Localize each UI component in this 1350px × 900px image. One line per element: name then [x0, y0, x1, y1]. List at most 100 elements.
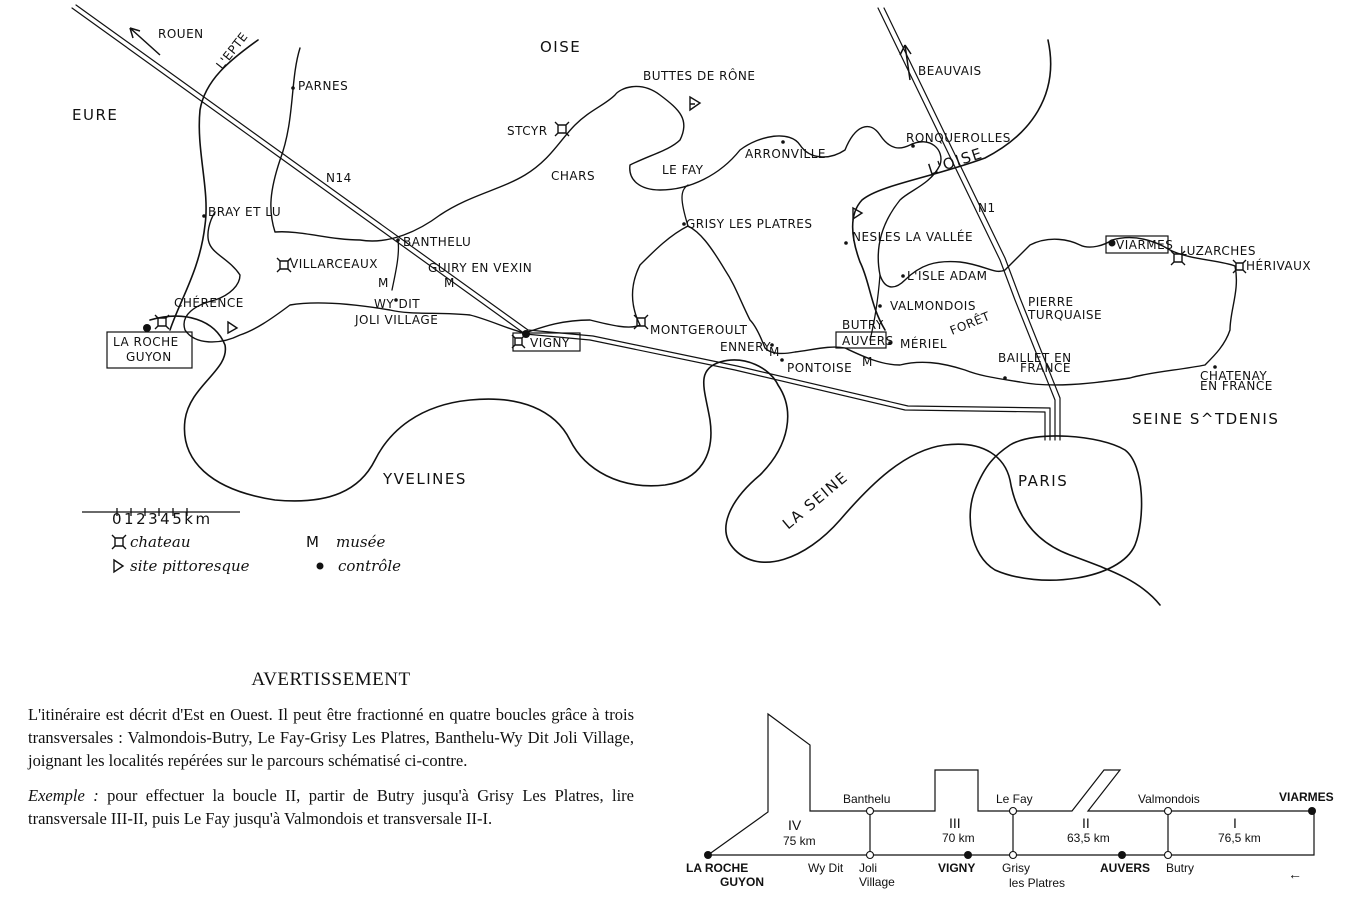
label-wy-dit: Wy Dit: [808, 861, 844, 875]
place-baillet-2: FRANCE: [1020, 361, 1071, 375]
region-yvelines: YVELINES: [382, 470, 467, 488]
dot-ronquerolles: [911, 144, 915, 148]
chateau-icon: [511, 334, 526, 349]
place-baillet-1: BAILLET EN: [998, 351, 1072, 365]
notice-paragraph-1: L'itinéraire est décrit d'Est en Ouest. …: [28, 705, 634, 770]
direction-rouen: ROUEN: [158, 27, 204, 41]
paris-outline: [969, 435, 1143, 581]
itinerary-map: EURE OISE YVELINES SEINE S^TDENIS PARIS …: [71, 4, 1311, 606]
museum-marker-wy: M: [378, 276, 389, 290]
road-n14: N14: [326, 171, 352, 185]
loop-iv-distance: 75 km: [783, 834, 816, 848]
place-nesles: NESLES LA VALLÉE: [852, 229, 973, 244]
place-grisy: GRISY LES PLATRES: [686, 217, 812, 231]
transversal-lefay-grisy: [681, 184, 689, 227]
scale-bar: [82, 508, 240, 516]
legend-museum-marker: M: [306, 533, 320, 551]
place-arronville: ARRONVILLE: [745, 147, 826, 161]
place-banthelu: BANTHELU: [403, 235, 471, 249]
place-valmondois: VALMONDOIS: [890, 299, 976, 313]
museum-marker-ennery: M: [769, 345, 780, 359]
direction-arrow: ←: [1288, 866, 1302, 882]
viarmes-box: [1105, 235, 1169, 254]
notice-paragraph-2: Exemple : pour effectuer la boucle II, p…: [28, 784, 634, 830]
dot-baillet: [1003, 376, 1007, 380]
chateau-icon: [154, 314, 170, 330]
place-la-roche-1: LA ROCHE: [113, 335, 179, 349]
chateau-icon: [1232, 259, 1247, 274]
loop-iii-distance: 70 km: [942, 831, 975, 845]
loop-iv-numeral: IV: [788, 817, 802, 833]
label-joli: Joli: [859, 861, 877, 875]
place-la-roche-2: GUYON: [126, 350, 172, 364]
place-chars: CHARS: [551, 169, 595, 183]
place-auvers: AUVERS: [842, 334, 894, 348]
notice-title: AVERTISSEMENT: [251, 669, 411, 690]
loop-iii-numeral: III: [949, 815, 961, 831]
transversal-banthelu-wy: [391, 239, 400, 291]
place-pierre-1: PIERRE: [1028, 295, 1074, 309]
place-stcyr: STCYR: [507, 124, 548, 138]
label-valmondois: Valmondois: [1138, 792, 1200, 806]
chateau-icon: [276, 257, 292, 273]
vigny-box: [512, 332, 581, 352]
region-oise: OISE: [540, 38, 581, 56]
site-pittoresque-icon: [227, 320, 239, 335]
example-text: pour effectuer la boucle II, partir de B…: [28, 786, 634, 828]
oise-river: [851, 39, 1052, 331]
dot-valmondois: [878, 304, 882, 308]
legend-site: site pittoresque: [130, 557, 250, 575]
dot-arronville: [781, 140, 785, 144]
dot-lisle: [901, 274, 905, 278]
label-la-roche-2: GUYON: [720, 875, 764, 889]
place-ennery: ENNERY: [720, 340, 771, 354]
river-epte: L'EPTE: [213, 30, 250, 72]
example-label: Exemple :: [28, 786, 99, 805]
loop-i-numeral: I: [1233, 815, 1237, 831]
legend-controle: contrôle: [338, 557, 401, 575]
legend-musee: musée: [336, 533, 385, 551]
place-villarceaux: VILLARCEAUX: [290, 257, 378, 271]
place-pontoise: PONTOISE: [787, 361, 852, 375]
dot-grisy: [682, 222, 686, 226]
place-pierre-2: TURQUAISE: [1027, 308, 1102, 322]
legend-site-icon: [113, 558, 125, 574]
label-butry: Butry: [1166, 861, 1194, 875]
dot-bray: [202, 214, 206, 218]
loop-i-distance: 76,5 km: [1218, 831, 1261, 845]
transversal-valmondois-butry: [869, 274, 881, 341]
label-village: Village: [859, 875, 895, 889]
place-buttes-de-rone: BUTTES DE RÔNE: [643, 68, 755, 83]
schematic-outline: [706, 712, 1315, 856]
label-le-fay: Le Fay: [996, 792, 1033, 806]
label-grisy: Grisy: [1002, 861, 1030, 875]
place-guiry: GUIRY EN VEXIN: [428, 261, 532, 275]
place-le-fay: LE FAY: [662, 163, 704, 177]
place-chatenay-2: EN FRANCE: [1200, 379, 1273, 393]
dot-chatenay: [1213, 365, 1217, 369]
route-schematic: IV 75 km III 70 km II 63,5 km I 76,5 km …: [686, 712, 1334, 890]
dot-ennery: [770, 343, 774, 347]
site-pittoresque-icon: [852, 206, 864, 221]
rouen-arrow: [129, 27, 161, 56]
region-paris: PARIS: [1018, 472, 1068, 490]
place-bray-et-lu: BRAY ET LU: [208, 205, 281, 219]
region-seine-st-denis: SEINE S^TDENIS: [1132, 410, 1279, 428]
direction-beauvais: BEAUVAIS: [918, 64, 982, 78]
chateau-icon: [1170, 250, 1186, 266]
place-vigny: VIGNY: [530, 336, 570, 350]
label-auvers: AUVERS: [1100, 861, 1150, 875]
junction-le-fay: [1008, 806, 1018, 816]
junction-grisy: [1008, 850, 1018, 860]
label-banthelu: Banthelu: [843, 792, 890, 806]
label-viarmes: VIARMES: [1279, 790, 1334, 804]
control-vigny: [964, 851, 972, 859]
chateau-icon: [633, 314, 649, 330]
beauvais-arrow: [904, 44, 911, 81]
road-n1: N1: [978, 201, 996, 215]
museum-marker-guiry: M: [444, 276, 455, 290]
dot-banthelu: [396, 238, 400, 242]
place-wy-dit-2: JOLI VILLAGE: [354, 313, 438, 327]
auvers-box: [835, 331, 887, 349]
legend-chateau: chateau: [130, 533, 191, 551]
